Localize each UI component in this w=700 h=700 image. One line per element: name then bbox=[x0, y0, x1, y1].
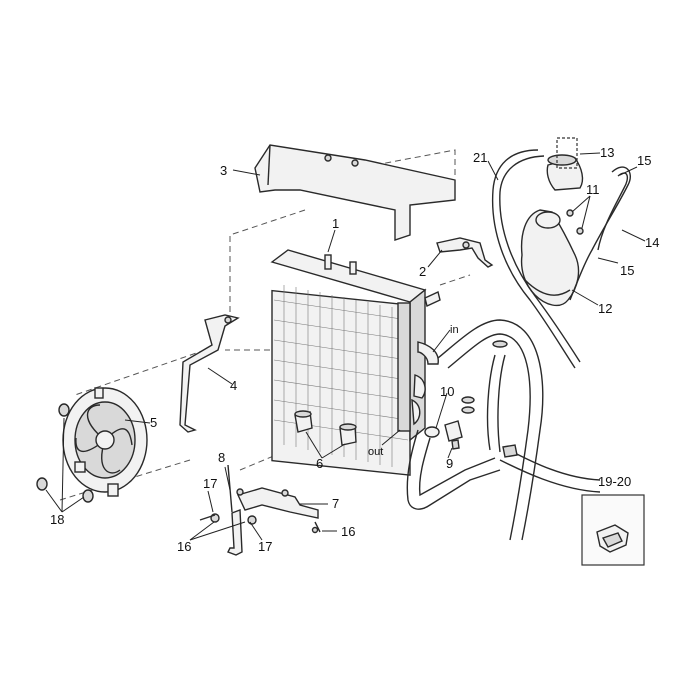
flow-label-in: in bbox=[450, 324, 459, 336]
callout-11: 11 bbox=[586, 182, 600, 197]
callout-7: 7 bbox=[332, 496, 339, 511]
callout-12: 12 bbox=[598, 301, 612, 316]
callout-2: 2 bbox=[419, 264, 426, 279]
leader-lines bbox=[45, 152, 646, 541]
callout-3: 3 bbox=[220, 163, 227, 178]
overflow-hose bbox=[491, 149, 581, 369]
callout-labels: 1 2 3 4 5 6 7 8 9 10 11 12 13 14 15 15 1… bbox=[50, 145, 659, 554]
callout-21: 21 bbox=[473, 150, 487, 165]
tank-hose bbox=[569, 166, 631, 301]
callout-6: 6 bbox=[316, 456, 323, 471]
hose-clamps bbox=[461, 340, 518, 458]
callout-1: 1 bbox=[332, 216, 339, 231]
fan-grommets bbox=[36, 403, 94, 503]
callout-18: 18 bbox=[50, 512, 64, 527]
callout-15-top: 15 bbox=[637, 153, 651, 168]
inset-box-19-20 bbox=[581, 494, 645, 566]
flow-label-out: out bbox=[368, 446, 383, 458]
tank-cap bbox=[546, 137, 584, 191]
callout-19-20: 19-20 bbox=[598, 474, 631, 489]
callout-13: 13 bbox=[600, 145, 614, 160]
tank-screws bbox=[566, 209, 584, 235]
callout-16-right: 16 bbox=[341, 524, 355, 539]
coolant-pipes bbox=[406, 319, 601, 541]
expansion-tank bbox=[520, 209, 580, 307]
radiator-mounts bbox=[294, 410, 357, 446]
radiator bbox=[270, 249, 441, 476]
callout-17-bottom: 17 bbox=[258, 539, 272, 554]
upper-shroud bbox=[254, 144, 456, 241]
callout-8: 8 bbox=[218, 450, 225, 465]
callout-15-bottom: 15 bbox=[620, 263, 634, 278]
callout-4: 4 bbox=[230, 378, 237, 393]
callout-14: 14 bbox=[645, 235, 659, 250]
tank-bracket bbox=[436, 237, 494, 268]
fan-bracket bbox=[179, 314, 240, 433]
cooling-fan bbox=[62, 387, 148, 497]
callout-16-left: 16 bbox=[177, 539, 191, 554]
callout-10: 10 bbox=[440, 384, 454, 399]
callout-9: 9 bbox=[446, 456, 453, 471]
lower-bracket-assembly bbox=[199, 464, 321, 556]
callout-17-top: 17 bbox=[203, 476, 217, 491]
thermoswitch bbox=[424, 420, 463, 450]
callout-5: 5 bbox=[150, 415, 157, 430]
